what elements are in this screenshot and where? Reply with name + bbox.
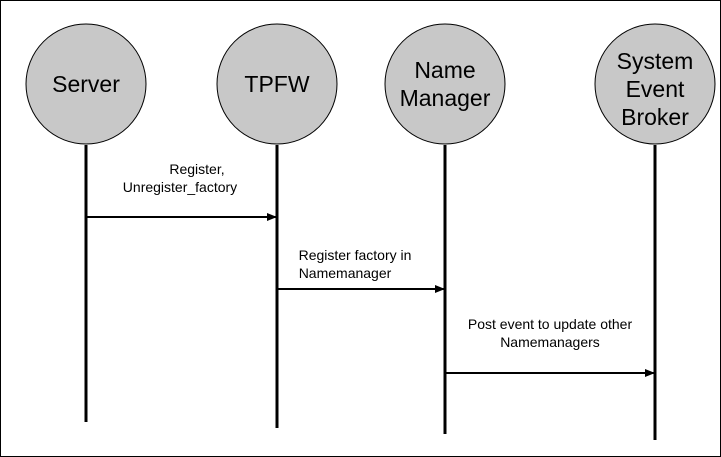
message-register-factory-in-namemanager: Register factory in Namemanager (278, 247, 445, 293)
message-1-label-line-1: Register, (169, 161, 224, 177)
actor-tpfw: TPFW (216, 23, 338, 145)
actor-server-circle (25, 23, 147, 145)
actor-tpfw-circle (216, 23, 338, 145)
actor-system-event-broker-label-line-1: System (617, 48, 694, 74)
actor-server: Server (25, 23, 147, 145)
actor-tpfw-label: TPFW (244, 71, 309, 97)
actor-name-manager-label-line-2: Manager (400, 85, 491, 111)
actor-server-label: Server (52, 71, 120, 97)
actor-name-manager: Name Manager (384, 23, 506, 145)
actor-system-event-broker-label-line-2: Event (626, 76, 685, 102)
message-3-label-line-1: Post event to update other (468, 316, 633, 332)
message-2-label-line-2: Namemanager (299, 265, 392, 281)
message-register-unregister-factory: Register, Unregister_factory (87, 161, 277, 221)
message-1-label-line-2: Unregister_factory (123, 179, 237, 195)
actor-name-manager-label-line-1: Name (414, 57, 475, 83)
message-2-label-line-1: Register factory in (299, 247, 412, 263)
actor-system-event-broker-label-line-3: Broker (621, 104, 689, 130)
message-3-label-line-2: Namemanagers (500, 334, 600, 350)
actor-system-event-broker-circle (594, 23, 716, 145)
actor-name-manager-circle (384, 23, 506, 145)
actor-system-event-broker: System Event Broker (594, 23, 716, 145)
message-post-event: Post event to update other Namemanagers (446, 316, 655, 377)
